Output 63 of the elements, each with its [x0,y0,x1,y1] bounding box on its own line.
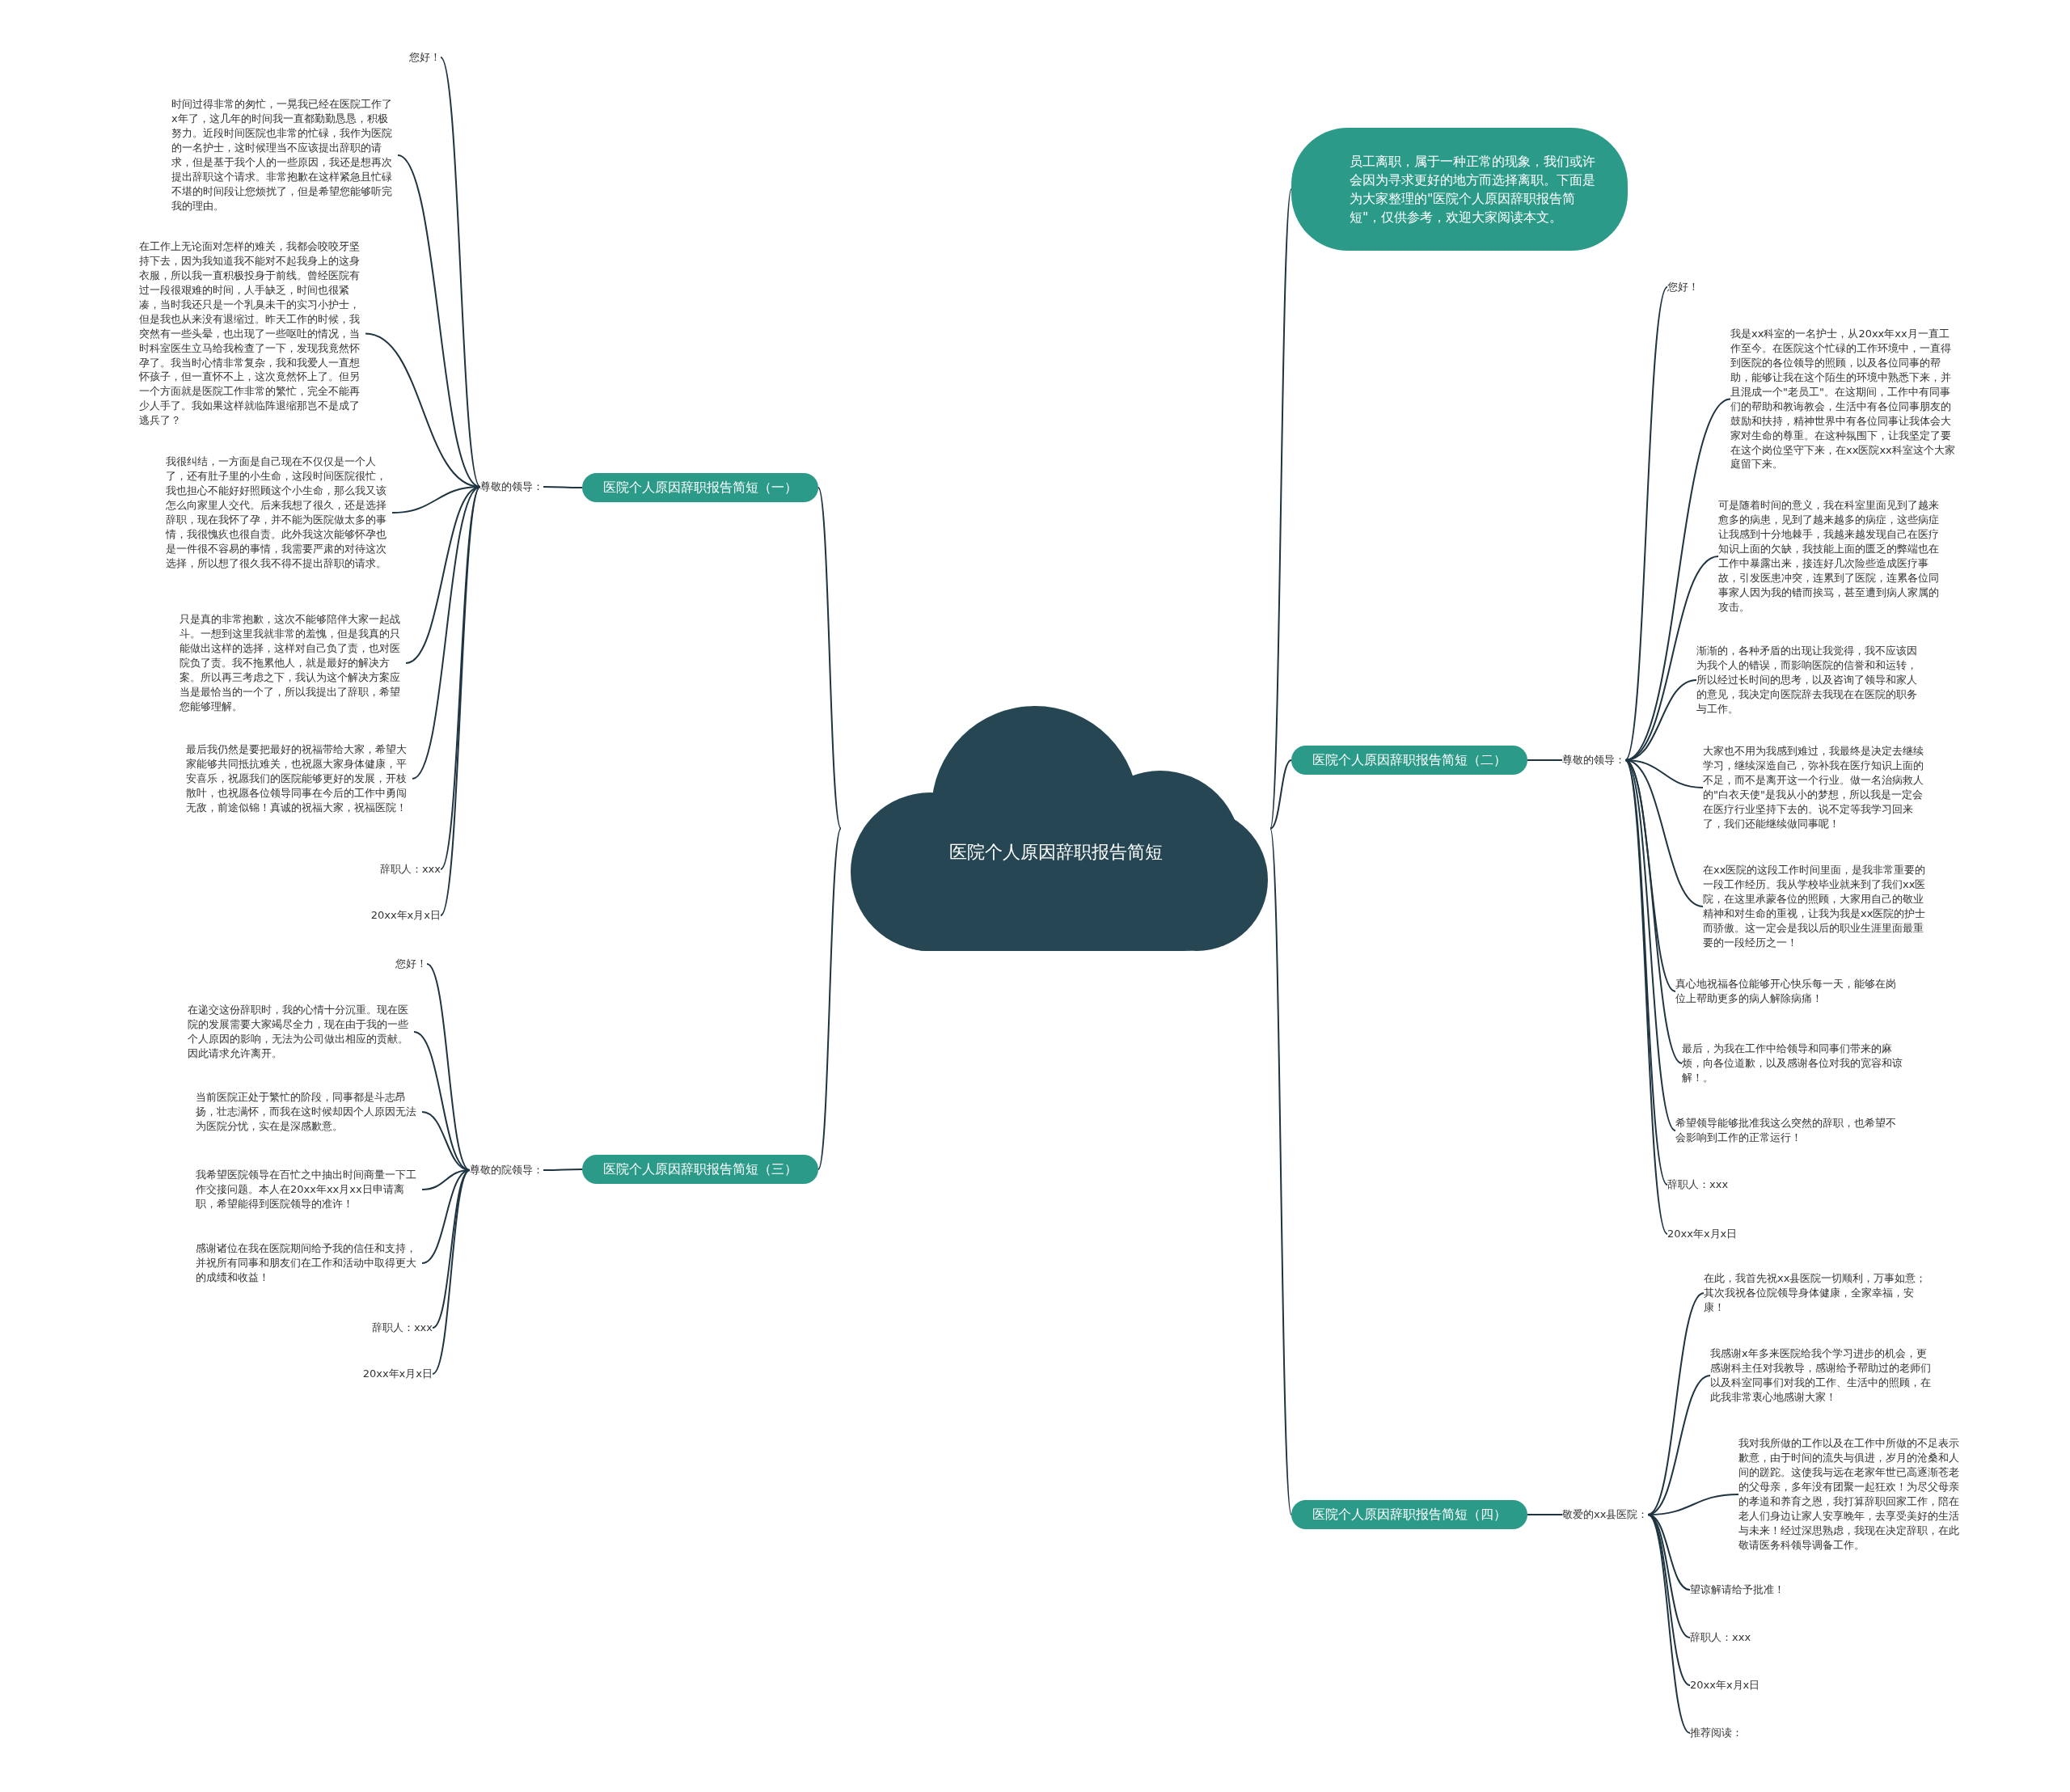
paragraph-text: 20xx年x月x日 [362,1367,433,1381]
paragraph-text: 最后我仍然是要把最好的祝福带给大家，希望大家能够共同抵抗难关，也祝愿大家身体健康，平安喜乐，祝愿我们的医院能够更好的发展，开枝散叶，也祝愿各位领导同事在今后的工作中勇闯无敌，前途似锦！真诚的祝福大家，祝福医院！ [186,742,412,815]
salutation-text: 尊敬的领导： [480,479,543,495]
paragraph-text: 辞职人：xxx [1667,1177,1729,1192]
paragraph-text: 您好！ [409,50,441,65]
salutation-text: 尊敬的领导： [1562,752,1625,768]
paragraph-text: 您好！ [395,957,427,971]
connector-line [1647,1514,1691,1638]
paragraph-text: 我是xx科室的一名护士，从20xx年xx月一直工作至今。在医院这个忙碌的工作环境中，一直得到医院的各位领导的照顾，以及各位同事的帮助，能够让我在这个陌生的环境中熟悉下来，并且混成一个"老员工"。在这期间，工作中有同事们的帮助和教诲教会，生活中有各位同事朋友的鼓励和扶持，精神世界中有各位同事让我体会大家对生命的尊重。在这种氛围下，让我坚定了要在这个岗位坚守下来，在xx医院xx科室这个大家庭留下来。 [1730,327,1957,472]
connector-line [817,827,842,1170]
paragraph-text: 辞职人：xxx [1690,1630,1751,1645]
paragraph-text: 感谢诸位在我在医院期间给予我的信任和支持，并祝所有同事和朋友们在工作和活动中取得更大的成绩和收益！ [196,1241,422,1285]
branch-topic: 医院个人原因辞职报告简短（一） [582,473,818,502]
paragraph-text: 我对我所做的工作以及在工作中所做的不足表示歉意，由于时间的流失与俱进，岁月的沧桑和人间的蹉跎。这使我与远在老家年世已高逐渐苍老的父母亲，多年没有团聚一起狂欢！为尽父母亲的孝道和养育之恩，我打算辞职回家工作，陪在老人们身边让家人安享晚年，去享受美好的生活与未来！经过深思熟虑，我现在决定辞职，在此敬请医务科领导调备工作。 [1738,1436,1965,1553]
paragraph-text: 辞职人：xxx [371,1321,433,1335]
connector-line [1647,1514,1691,1734]
salutation-text: 敬爱的xx县医院： [1562,1507,1649,1523]
paragraph-text: 在此，我首先祝xx县医院一切顺利，万事如意；其次我祝各位院领导身体健康，全家幸福，安康！ [1704,1271,1930,1315]
connector-line [1269,188,1292,830]
paragraph-text: 我很纠结，一方面是自己现在不仅仅是一个人了，还有肚子里的小生命，这段时间医院很忙，我也担心不能好好照顾这个小生命，那么我又该怎么向家里人交代。后来我想了很久，还是选择辞职，现在我怀了孕，并不能为医院做太多的事情，我很愧疚也很自责。此外我这次能够怀孕也是一件很不容易的事情，我需要严肃的对待这次选择，所以想了很久我不得不提出辞职的请求。 [166,454,392,571]
branch-topic: 医院个人原因辞职报告简短（四） [1291,1500,1527,1529]
paragraph-text: 最后，为我在工作中给领导和同事们带来的麻烦，向各位道歉，以及感谢各位对我的宽容和谅解！。 [1682,1042,1908,1085]
paragraph-text: 真心地祝福各位能够开心快乐每一天，能够在岗位上帮助更多的病人解除病痛！ [1675,977,1902,1006]
connector-line [543,1169,583,1171]
paragraph-text: 只是真的非常抱歉，这次不能够陪伴大家一起战斗。一想到这里我就非常的羞愧，但是我真的只能做出这样的选择，这样对自己负了责，也对医院负了责。我不拖累他人，就是最好的解决方案。所以再三考虑之下，我认为这个解决方案应当是最恰当的一个了，所以我提出了辞职，希望您能够理解。 [180,612,406,714]
branch-topic: 医院个人原因辞职报告简短（三） [582,1155,818,1184]
paragraph-text: 渐渐的，各种矛盾的出现让我觉得，我不应该因为我个人的错误，而影响医院的信誉和和运转，所以经过长时间的思考，以及咨询了领导和家人的意见，我决定向医院辞去我现在在医院的职务与工作。 [1696,644,1923,716]
paragraph-text: 20xx年x月x日 [370,908,441,923]
paragraph-text: 您好！ [1667,280,1699,294]
paragraph-text: 望谅解请给予批准！ [1690,1583,1785,1597]
paragraph-text: 我希望医院领导在百忙之中抽出时间商量一下工作交接问题。本人在20xx年xx月xx日申请离职，希望能得到医院领导的准许！ [196,1168,422,1211]
salutation-text: 尊敬的院领导： [470,1162,543,1178]
paragraph-text: 可是随着时间的意义，我在科室里面见到了越来愈多的病患，见到了越来越多的病症，这些病症让我感到十分地棘手，我越来越发现自己在医疗知识上面的欠缺，我技能上面的匮乏的弊端也在工作中暴露出来，接连好几次险些造成医疗事故，引发医患冲突，连累到了医院，连累各位同事家人因为我的错而挨骂，甚至遭到病人家属的攻击。 [1718,498,1945,615]
connector-line [421,1169,471,1264]
connector-line [1647,1292,1705,1515]
connector-line [1269,759,1292,830]
branch-topic: 医院个人原因辞职报告简短（二） [1291,746,1527,775]
paragraph-text: 推荐阅读： [1690,1726,1743,1740]
paragraph-text: 时间过得非常的匆忙，一晃我已经在医院工作了x年了，这几年的时间我一直都勤勤恳恳，积极努力。近段时间医院也非常的忙碌，我作为医院的一名护士，这时候理当不应该提出辞职的请求，但是基于我个人的一些原因，我还是想再次提出辞职这个请求。非常抱歉在这样紧急且忙碌不堪的时间段让您烦扰了，但是希望您能够听完我的理由。 [171,97,398,213]
paragraph-text: 大家也不用为我感到难过，我最终是决定去继续学习，继续深造自己，弥补我在医疗知识上面的不足，而不是离开这一个行业。做一名治病救人的"白衣天使"是我从小的梦想，所以我是一定会在医疗行业坚持下去的。说不定等我学习回来了，我们还能继续做同事呢！ [1703,744,1929,831]
connector-line [1269,827,1292,1515]
connector-line [1624,286,1668,761]
paragraph-text: 我感谢x年多来医院给我个学习进步的机会，更感谢科主任对我教导，感谢给予帮助过的老师们以及科室同事们对我的工作、生活中的照顾，在此我非常衷心地感谢大家！ [1710,1346,1937,1405]
connector-line [1624,759,1676,1131]
connector-line [1527,1514,1563,1515]
paragraph-text: 当前医院正处于繁忙的阶段，同事都是斗志昂扬，壮志满怀，而我在这时候却因个人原因无法为医院分忧，实在是深感歉意。 [196,1090,422,1134]
paragraph-text: 在递交这份辞职时，我的心情十分沉重。现在医院的发展需要大家竭尽全力，现在由于我的一些个人原因的影响，无法为公司做出相应的贡献。因此请求允许离开。 [188,1003,414,1061]
connector-line [440,57,481,488]
connector-line [432,1169,471,1375]
connector-line [426,963,471,1171]
connector-line [543,486,583,488]
paragraph-text: 辞职人：xxx [379,862,441,877]
paragraph-text: 20xx年x月x日 [1690,1678,1760,1693]
connector-line [405,486,481,664]
intro-bubble: 员工离职，属于一种正常的现象，我们或许会因为寻求更好的地方而选择离职。下面是为大家整理的"医院个人原因辞职报告简短"，仅供参考，欢迎大家阅读本文。 [1291,128,1628,251]
connector-line [1527,759,1563,761]
paragraph-text: 在工作上无论面对怎样的难关，我都会咬咬牙坚持下去，因为我知道我不能对不起我身上的这身衣服，所以我一直积极投身于前线。曾经医院有过一段很艰难的时间，人手缺乏，时间也很紧凑，当时我还只是一个乳臭未干的实习小护士，但是我也从来没有退缩过。昨天工作的时候，我突然有一些头晕，也出现了一些呕吐的情况，当时科室医生立马给我检查了一下，发现我竟然怀孕了。我当时心情非常复杂，我和我爱人一直想怀孩子，但一直怀不上，这次竟然怀上了。但另一个方面就是医院工作非常的繁忙，完全不能再少人手了。我如果这样就临阵退缩那岂不是成了逃兵了？ [139,239,365,429]
connector-line [817,487,842,830]
paragraph-text: 在xx医院的这段工作时间里面，是我非常重要的一段工作经历。我从学校毕业就来到了我们xx医院，在这里承蒙各位的照顾，大家用自己的敬业精神和对生命的重视，让我为我是xx医院的护士而骄傲。这一定会是我以后的职业生涯里面最重要的一段经历之一！ [1703,863,1929,950]
connector-line [412,486,481,780]
paragraph-text: 20xx年x月x日 [1667,1227,1738,1241]
central-topic-text: 医院个人原因辞职报告简短 [948,841,1164,864]
paragraph-text: 希望领导能够批准我这么突然的辞职，也希望不会影响到工作的正常运行！ [1675,1116,1902,1145]
